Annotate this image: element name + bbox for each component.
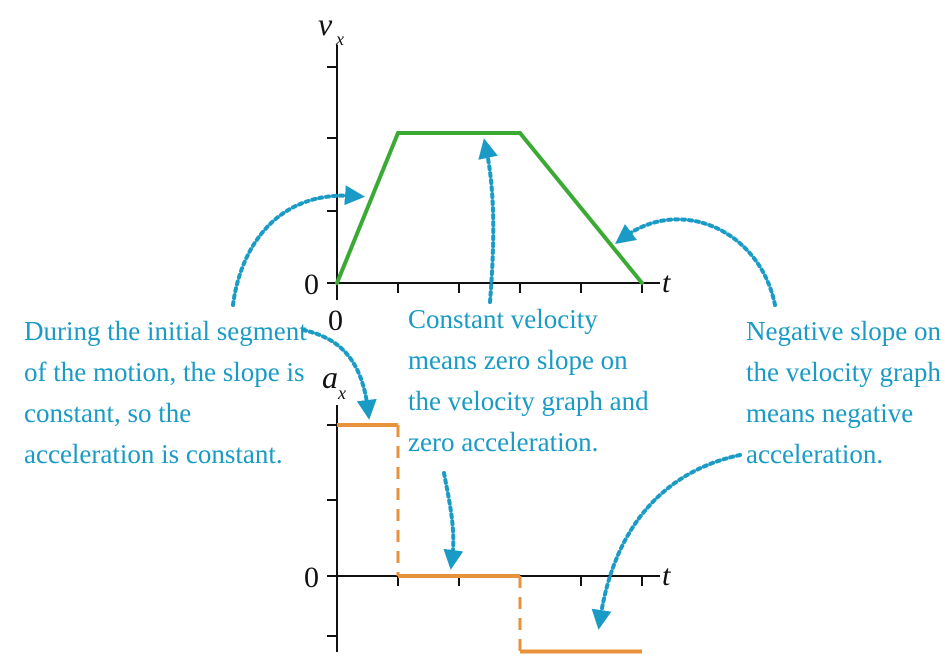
velocity-origin-x-label: 0 — [328, 304, 343, 337]
callout-constant: Constant velocity means zero slope on th… — [408, 304, 649, 457]
callout-initial-line: During the initial segment — [24, 316, 307, 346]
callout-arrows — [231, 138, 777, 630]
acceleration-graph: a x t 0 — [304, 359, 671, 654]
callout-negative-line: the velocity graph — [746, 357, 941, 387]
velocity-origin-y-label: 0 — [304, 268, 319, 301]
callout-constant-line: Constant velocity — [408, 304, 598, 334]
callout-initial: During the initial segment of the motion… — [24, 316, 307, 469]
negative-lower-arrow-icon — [591, 453, 742, 630]
constant-upper-arrow-icon — [478, 138, 498, 304]
callout-negative-line: acceleration. — [746, 439, 883, 469]
velocity-segment — [518, 131, 644, 285]
callout-constant-line: means zero slope on — [408, 345, 628, 375]
acceleration-x-label: t — [662, 559, 671, 592]
negative-upper-arrow-icon — [615, 217, 777, 307]
acceleration-origin-y-label: 0 — [304, 561, 319, 594]
velocity-y-label: v — [318, 6, 333, 42]
callout-initial-line: of the motion, the slope is — [24, 357, 304, 387]
callout-initial-line: acceleration is constant. — [24, 439, 283, 469]
callout-constant-line: the velocity graph and — [408, 386, 649, 416]
constant-lower-arrow-icon — [442, 471, 464, 570]
velocity-segment — [335, 131, 400, 285]
velocity-line — [335, 131, 644, 285]
velocity-graph: v x t 0 0 — [304, 6, 671, 337]
callout-negative: Negative slope on the velocity graph mea… — [746, 316, 941, 469]
velocity-y-label-subscript: x — [335, 29, 344, 49]
initial-upper-arrow-icon — [231, 185, 365, 307]
acceleration-y-label: a — [322, 359, 338, 395]
callout-negative-line: Negative slope on — [746, 316, 941, 346]
callout-constant-line: zero acceleration. — [408, 427, 598, 457]
callout-negative-line: means negative — [746, 398, 913, 428]
acceleration-line — [337, 423, 642, 654]
velocity-x-label: t — [662, 266, 671, 299]
callout-initial-line: constant, so the — [24, 398, 191, 428]
initial-lower-arrow-icon — [301, 328, 377, 420]
acceleration-y-label-subscript: x — [337, 383, 346, 403]
